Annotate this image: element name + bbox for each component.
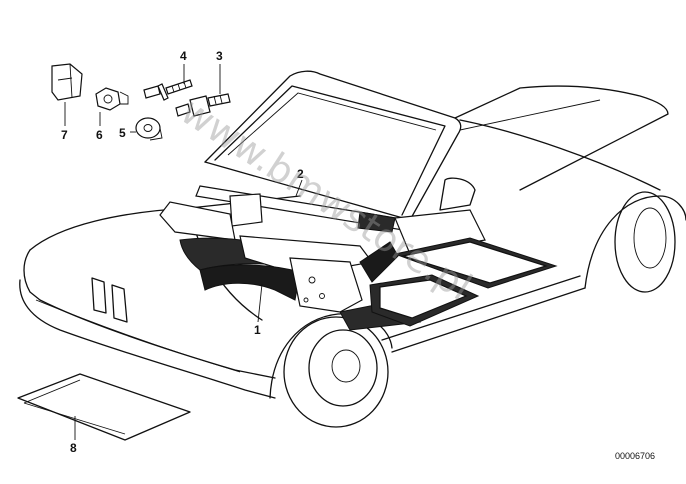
- callout-4: 4: [180, 49, 187, 63]
- callout-3: 3: [216, 49, 223, 63]
- callout-8: 8: [70, 441, 77, 455]
- fasteners: [51, 63, 231, 141]
- callout-2: 2: [297, 167, 304, 181]
- bolt-part-4: [143, 79, 193, 101]
- flat-mat: [17, 373, 191, 441]
- screw-part-3: [175, 93, 231, 117]
- washer-part: [135, 117, 163, 141]
- callouts: 1 2 3 4 5 6 7 8: [61, 49, 304, 455]
- floor-mats: [369, 237, 558, 327]
- car-outline: [19, 119, 686, 428]
- clip-part: [51, 63, 83, 101]
- callout-1: 1: [254, 323, 261, 337]
- firewall-insulation: [159, 201, 422, 331]
- leader-lines: [64, 64, 303, 440]
- nut-part: [95, 87, 129, 111]
- callout-6: 6: [96, 128, 103, 142]
- windshield-frame: [204, 70, 669, 221]
- callout-7: 7: [61, 128, 68, 142]
- callout-5: 5: [119, 126, 126, 140]
- diagram-code: 00006706: [615, 451, 655, 461]
